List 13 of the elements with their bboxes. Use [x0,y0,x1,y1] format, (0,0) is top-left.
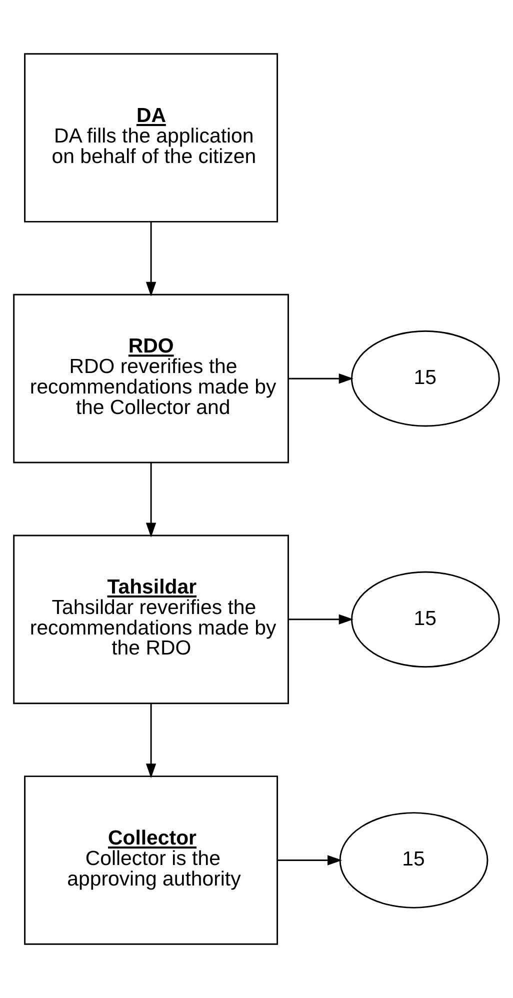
arrow [278,855,342,866]
arrow [288,614,354,625]
node-box: Tahsildar Tahsildar reverifies the recommendations made by the RDO [13,534,289,704]
node-ellipse: 15 [351,330,500,427]
node-ellipse: 15 [351,571,500,668]
node-ellipse: 15 [339,812,488,908]
arrow [146,222,156,297]
arrow [146,462,156,538]
node-box: DA DA fills the application on behalf of the citizen [24,53,278,222]
node-box: Collector Collector is the approving authority [24,776,278,945]
arrow [146,703,156,778]
arrow [288,373,354,384]
node-box: RDO RDO reverifies the recommendations made by the Collector and [13,294,289,464]
